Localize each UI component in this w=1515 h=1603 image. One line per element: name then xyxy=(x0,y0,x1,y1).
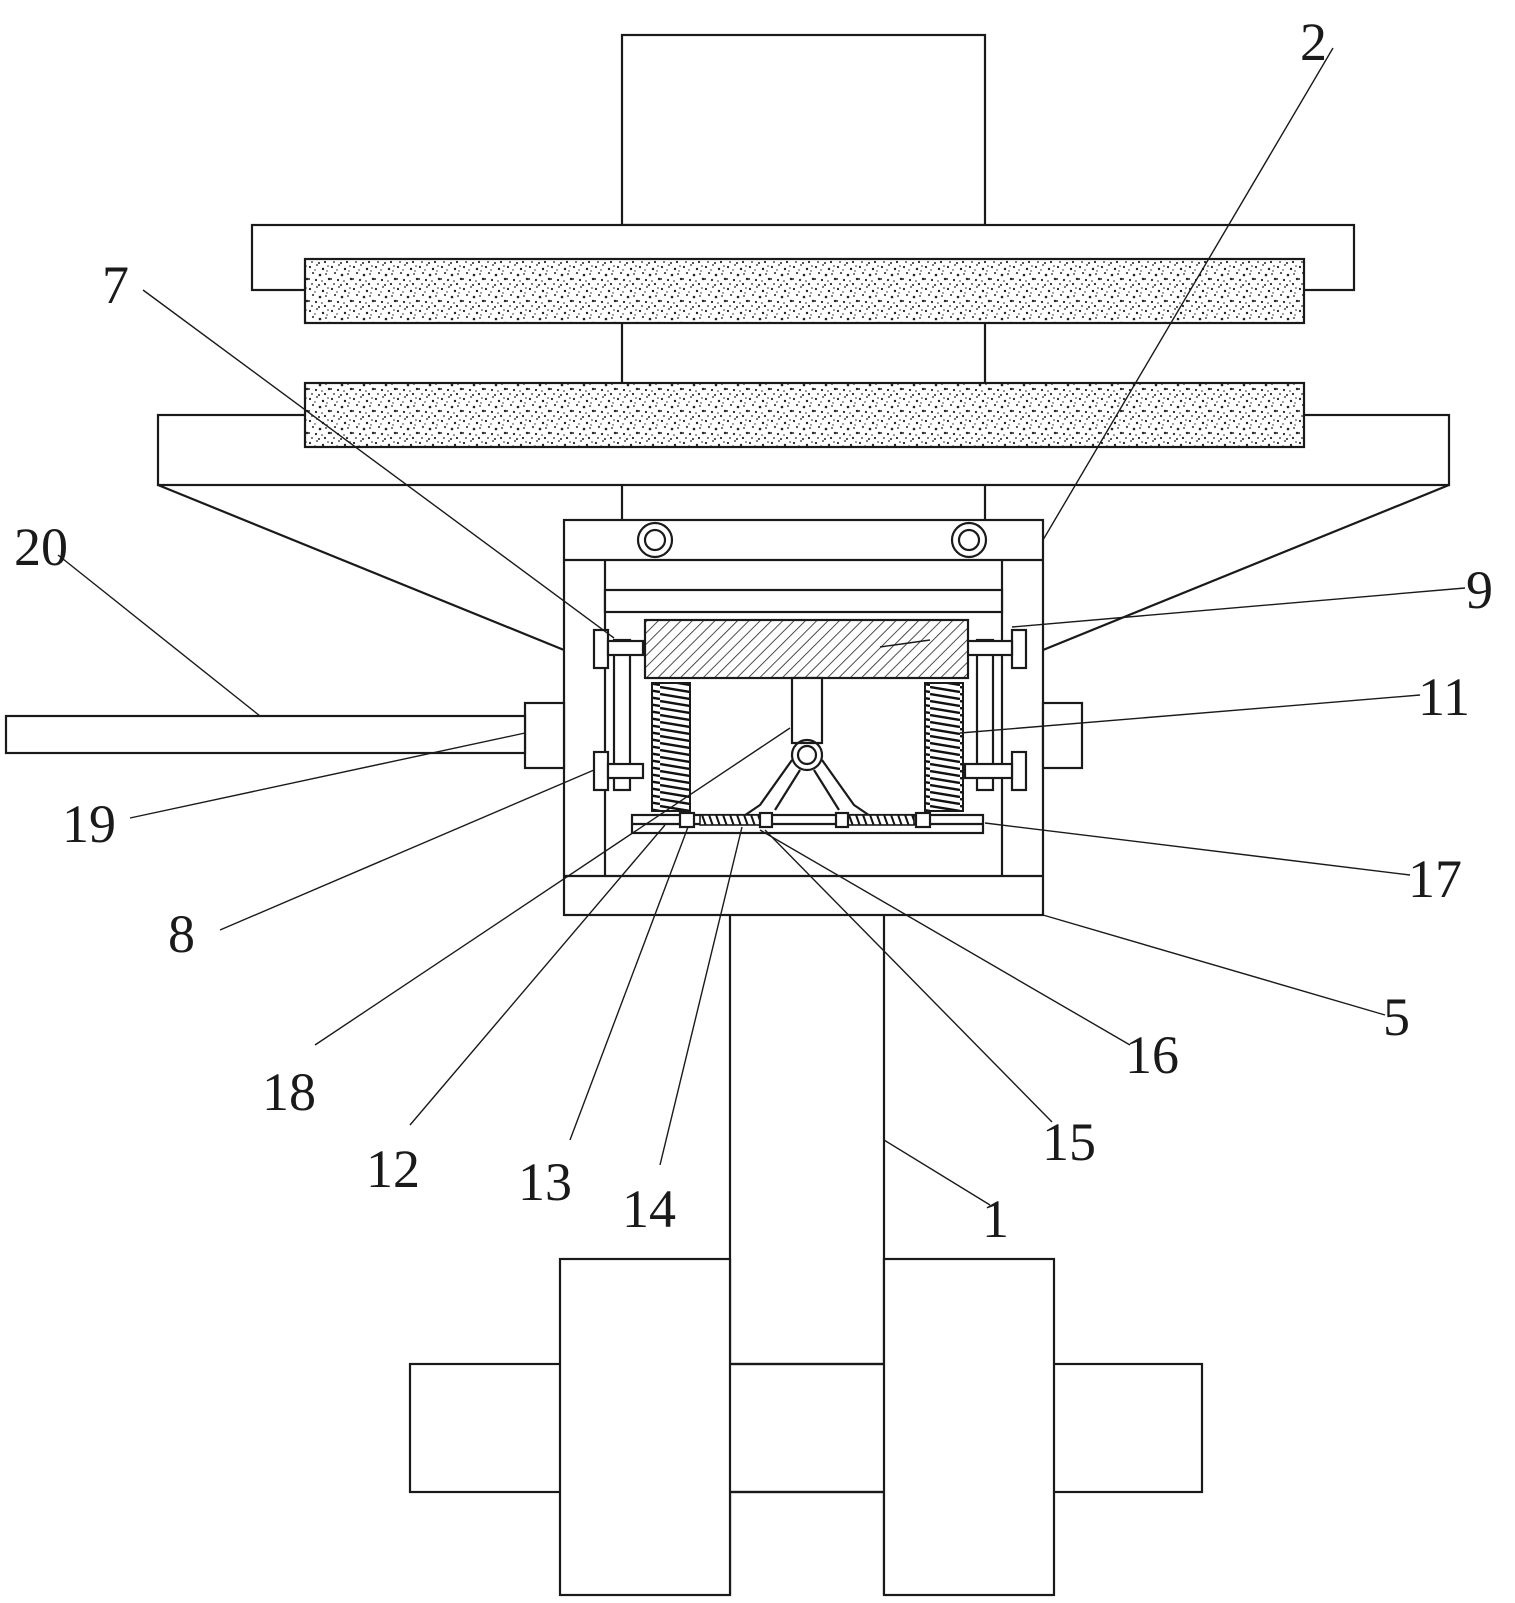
slider-block-center-right xyxy=(834,811,850,829)
small-spring-right xyxy=(845,814,915,826)
label-5: 5 xyxy=(1383,987,1410,1047)
small-spring-left xyxy=(699,814,769,826)
label-20: 20 xyxy=(14,517,68,577)
press-block-pointer xyxy=(879,639,931,648)
bolt-head-right-bottom xyxy=(1010,750,1028,792)
right-brace xyxy=(1042,483,1450,652)
left-collar xyxy=(523,701,566,770)
pivot-pin xyxy=(790,738,824,772)
bolt-shank-left-top xyxy=(606,639,645,657)
label-18: 18 xyxy=(262,1062,316,1122)
bolt-shank-right-top xyxy=(963,639,1014,657)
press-block xyxy=(643,618,970,680)
label-15: 15 xyxy=(1042,1112,1096,1172)
leader-lines xyxy=(57,47,1466,1206)
spring-left xyxy=(651,682,691,812)
bolt-shank-left-bottom xyxy=(606,762,645,780)
label-1: 1 xyxy=(982,1189,1009,1249)
bolt-shank-right-bottom xyxy=(963,762,1014,780)
label-2: 2 xyxy=(1300,12,1327,72)
slider-block-right xyxy=(914,811,932,829)
label-12: 12 xyxy=(366,1139,420,1199)
link-arms-inner xyxy=(774,769,840,811)
right-collar xyxy=(1041,701,1084,770)
bolt-head-left-bottom xyxy=(592,750,610,792)
label-11: 11 xyxy=(1418,667,1470,727)
label-19: 19 xyxy=(62,794,116,854)
roller-left xyxy=(636,521,674,559)
lower-abrasive-plate xyxy=(303,381,1306,449)
upper-column xyxy=(620,33,987,227)
roller-right xyxy=(950,521,988,559)
label-14: 14 xyxy=(622,1179,676,1239)
center-rod xyxy=(790,676,824,745)
upper-abrasive-plate xyxy=(303,257,1306,325)
roller-left-inner xyxy=(643,528,667,552)
base-crossbar-center xyxy=(732,1366,882,1490)
base-block-right xyxy=(882,1257,1056,1597)
bolt-head-right-top xyxy=(1010,628,1028,670)
label-13: 13 xyxy=(518,1152,572,1212)
label-16: 16 xyxy=(1125,1025,1179,1085)
bolt-head-left-top xyxy=(592,628,610,670)
inner-top-bar xyxy=(603,588,1004,614)
label-17: 17 xyxy=(1408,849,1462,909)
slider-block-left xyxy=(678,811,696,829)
pivot-pin-inner xyxy=(796,744,818,766)
label-8: 8 xyxy=(168,904,195,964)
roller-right-inner xyxy=(957,528,981,552)
handle-rod xyxy=(4,714,527,755)
label-7: 7 xyxy=(102,255,129,315)
slider-block-center-left xyxy=(758,811,774,829)
left-brace xyxy=(157,483,565,652)
label-9: 9 xyxy=(1466,560,1493,620)
base-block-left xyxy=(558,1257,732,1597)
spring-right xyxy=(924,682,964,812)
